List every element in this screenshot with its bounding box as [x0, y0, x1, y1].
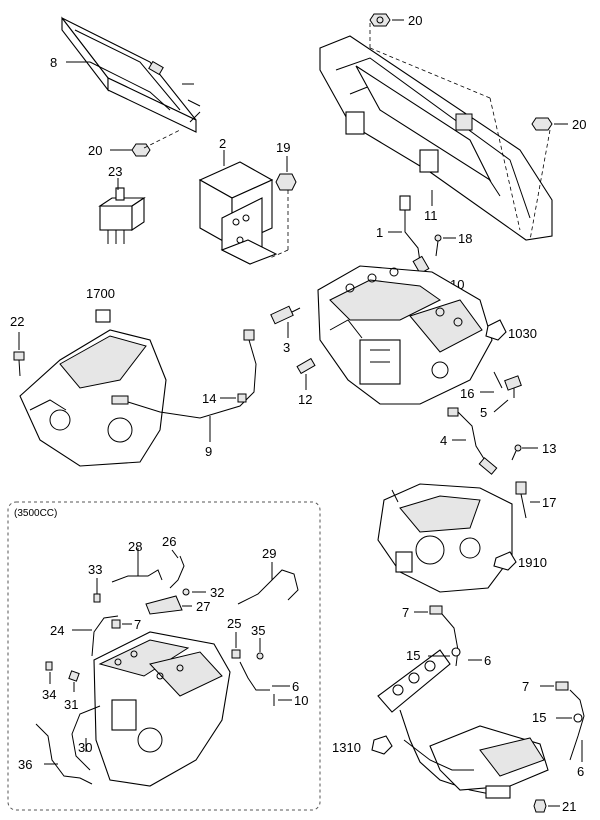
callout-14: 14 [202, 391, 216, 406]
callout-17: 17 [542, 495, 556, 510]
callout-24: 24 [50, 623, 64, 638]
o2-sensor-4 [447, 407, 498, 475]
bolt-21 [533, 799, 547, 813]
callout-35: 35 [251, 623, 265, 638]
callout-16: 16 [460, 386, 474, 401]
callout-3: 3 [283, 340, 290, 355]
callout-1: 1 [376, 225, 383, 240]
clip-7-b [555, 681, 569, 691]
o2-sensor-6-b [569, 689, 585, 761]
callout-31: 31 [64, 697, 78, 712]
callout-4: 4 [440, 433, 447, 448]
harness-26 [169, 555, 185, 589]
callout-22: 22 [10, 314, 24, 329]
bracket-27 [145, 595, 183, 615]
callout-33: 33 [88, 562, 102, 577]
control-module-2 [198, 161, 278, 265]
callout-32: 32 [210, 585, 224, 600]
callout-20-right: 20 [572, 117, 586, 132]
nut-20-right [531, 117, 553, 131]
o2-sensor-6-a [441, 613, 459, 667]
callout-13: 13 [542, 441, 556, 456]
callout-6-b: 6 [577, 764, 584, 779]
callout-25: 25 [227, 616, 241, 631]
inset-engine [93, 631, 231, 787]
callout-10-inset: 10 [294, 693, 308, 708]
bolt-16 [493, 371, 503, 389]
sensor-5 [504, 375, 522, 398]
callout-20-ecu: 20 [88, 143, 102, 158]
callout-19: 19 [276, 140, 290, 155]
callout-21: 21 [562, 799, 576, 814]
clip-7-inset [111, 619, 121, 629]
callout-23: 23 [108, 164, 122, 179]
nut-20-ecu [131, 129, 181, 157]
bolt-18 [434, 234, 442, 257]
callout-15-a: 15 [406, 648, 420, 663]
harness-36 [35, 723, 93, 785]
callout-1030: 1030 [508, 326, 537, 341]
inset-label: (3500CC) [14, 508, 57, 519]
clip-14 [237, 393, 247, 403]
callout-26: 26 [162, 534, 176, 549]
ref-1310-outline [371, 735, 393, 755]
sensor-3 [270, 305, 301, 325]
washer-15-b [573, 713, 583, 723]
callout-7-inset: 7 [134, 617, 141, 632]
exhaust-manifold-1310 [377, 649, 549, 799]
bolt-35 [256, 652, 264, 660]
callout-30: 30 [78, 740, 92, 755]
harness-6-inset [239, 661, 270, 691]
callout-1910: 1910 [518, 555, 547, 570]
washer-15-a [451, 647, 461, 657]
callout-18: 18 [458, 231, 472, 246]
v6-engine [317, 265, 493, 405]
callout-1310: 1310 [332, 740, 361, 755]
callout-20-top: 20 [408, 13, 422, 28]
callout-15-b: 15 [532, 710, 546, 725]
callout-8: 8 [50, 55, 57, 70]
clip-7-a [429, 605, 443, 615]
callout-7-b: 7 [522, 679, 529, 694]
harness-29 [237, 569, 299, 605]
callout-11: 11 [424, 208, 438, 223]
ref-1910-outline [493, 551, 517, 571]
callout-29: 29 [262, 546, 276, 561]
callout-7-a: 7 [402, 605, 409, 620]
nut-19 [269, 173, 297, 259]
callout-5: 5 [480, 405, 487, 420]
callout-12: 12 [298, 392, 312, 407]
relay-23 [98, 187, 146, 244]
bolt-13 [511, 444, 522, 461]
callout-6-a: 6 [484, 653, 491, 668]
callout-6-inset: 6 [292, 679, 299, 694]
clip-31 [68, 670, 80, 682]
callout-28: 28 [128, 539, 142, 554]
callout-9: 9 [205, 444, 212, 459]
ecu-module [61, 16, 201, 133]
heat-shield-11 [319, 20, 553, 241]
nut-20-top [369, 13, 391, 27]
sensor-harness-9 [111, 329, 257, 419]
transmission-1700 [19, 309, 167, 467]
callout-2: 2 [219, 136, 226, 151]
sensor-22 [13, 351, 25, 377]
sensor-25 [231, 649, 241, 659]
bolt-32 [182, 588, 190, 596]
bolt-34 [45, 661, 53, 671]
callout-27: 27 [196, 599, 210, 614]
harness-30 [71, 705, 101, 771]
sensor-12 [296, 357, 316, 375]
harness-24 [91, 615, 119, 657]
callout-1700: 1700 [86, 286, 115, 301]
bolt-17 [515, 481, 527, 519]
callout-36: 36 [18, 757, 32, 772]
transmission-1910 [377, 483, 513, 593]
ref-1030-outline [485, 319, 507, 341]
sensor-33 [93, 578, 101, 603]
callout-34: 34 [42, 687, 56, 702]
harness-28 [111, 569, 163, 583]
